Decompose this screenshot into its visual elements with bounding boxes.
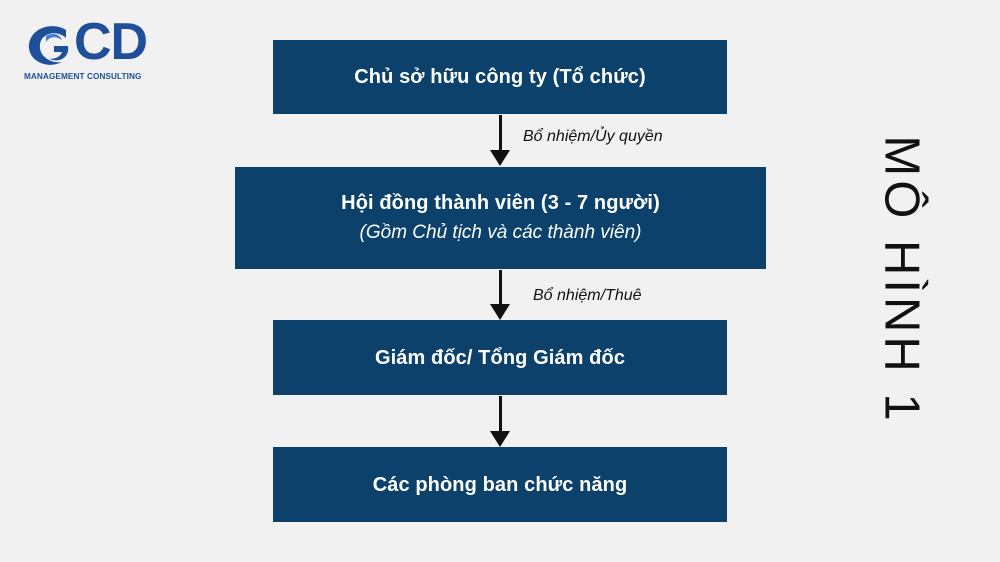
arrow-down-icon xyxy=(490,150,510,166)
owner-box: Chủ sở hữu công ty (Tổ chức) xyxy=(273,40,727,114)
side-title: MÔ HÌNH 1 xyxy=(874,128,929,431)
arrow-shaft xyxy=(499,270,502,307)
arrow-shaft xyxy=(499,396,502,434)
logo-swirl-icon xyxy=(28,26,69,65)
council-box-title: Hội đồng thành viên (3 - 7 người) xyxy=(341,192,660,214)
council-box-subtitle: (Gồm Chủ tịch và các thành viên) xyxy=(359,222,642,243)
arrow-shaft xyxy=(499,115,502,153)
arrow-owner-to-council xyxy=(490,115,510,166)
arrow-down-icon xyxy=(490,431,510,447)
arrow-down-icon xyxy=(490,304,510,320)
owner-box-title: Chủ sở hữu công ty (Tổ chức) xyxy=(354,66,646,88)
arrow-director-to-departments xyxy=(490,396,510,447)
edge-label-appoint-hire: Bổ nhiệm/Thuê xyxy=(533,287,642,304)
director-box: Giám đốc/ Tổng Giám đốc xyxy=(273,320,727,395)
arrow-council-to-director xyxy=(490,270,510,320)
council-box: Hội đồng thành viên (3 - 7 người) (Gồm C… xyxy=(235,167,766,269)
logo-mark-text: CD xyxy=(74,13,148,71)
director-box-title: Giám đốc/ Tổng Giám đốc xyxy=(374,346,626,369)
logo-subtitle: MANAGEMENT CONSULTING xyxy=(24,72,142,81)
company-logo: CD MANAGEMENT CONSULTING xyxy=(24,16,159,88)
logo-mark: CD xyxy=(24,16,159,70)
departments-box-title: Các phòng ban chức năng xyxy=(372,473,628,496)
side-title-text: MÔ HÌNH 1 xyxy=(874,134,929,425)
edge-label-appoint-authorize: Bổ nhiệm/Ủy quyền xyxy=(523,128,663,145)
departments-box: Các phòng ban chức năng xyxy=(273,447,727,522)
